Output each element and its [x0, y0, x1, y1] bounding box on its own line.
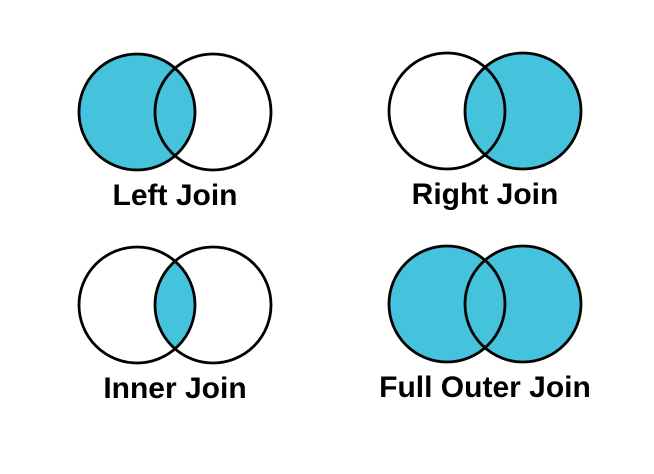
panel-label-full-outer-join: Full Outer Join: [379, 371, 591, 404]
right-circle-fill: [465, 53, 581, 169]
venn-left-join-icon: [77, 52, 273, 172]
panel-full-outer-join: Full Outer Join: [330, 242, 640, 406]
venn-right-join-icon: [387, 51, 583, 171]
left-circle-outline: [77, 245, 197, 365]
right-circle-outline: [153, 52, 273, 172]
left-circle-outline: [387, 244, 507, 364]
panel-left-join: Left Join: [20, 50, 330, 214]
panel-label-inner-join: Inner Join: [103, 372, 247, 405]
venn-inner-join-icon: [77, 245, 273, 365]
right-circle-outline: [153, 245, 273, 365]
left-circle-outline: [77, 52, 197, 172]
left-circle-fill: [79, 54, 195, 170]
panel-inner-join: Inner Join: [20, 243, 330, 407]
right-circle-fill: [465, 246, 581, 362]
intersection-fill: [155, 247, 195, 363]
panel-label-left-join: Left Join: [112, 179, 238, 212]
right-circle-outline: [463, 51, 583, 171]
left-circle-outline: [387, 51, 507, 171]
right-circle-outline: [463, 244, 583, 364]
panel-right-join: Right Join: [330, 49, 640, 213]
panel-label-right-join: Right Join: [411, 178, 559, 211]
venn-full-outer-join-icon: [387, 244, 583, 364]
